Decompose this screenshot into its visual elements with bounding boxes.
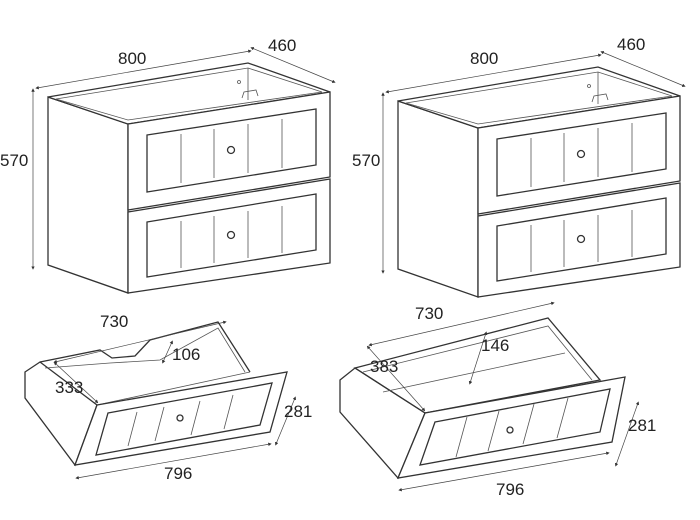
drawer-right-length-label: 730 <box>415 304 444 323</box>
drawer-right-front-width-label: 796 <box>496 480 525 499</box>
drawer-right-front-height-label: 281 <box>628 416 657 435</box>
cabinet-left-width-label: 800 <box>118 49 147 68</box>
knob-icon <box>506 426 514 434</box>
drawer-left-side-height-label: 333 <box>55 378 84 397</box>
cabinet-left-height-label: 570 <box>0 151 29 170</box>
cabinet-right-height-label: 570 <box>352 151 381 170</box>
cabinet-left-drawing <box>33 48 334 293</box>
cabinet-left-depth-label: 460 <box>268 36 297 55</box>
drawer-right-inner-depth-label: 146 <box>481 336 510 355</box>
cabinet-right-drawing <box>383 52 684 297</box>
drawer-right-side-height-label: 383 <box>370 357 399 376</box>
drawer-left-front-width-label: 796 <box>164 464 193 483</box>
cabinet-right-width-label: 800 <box>470 49 499 68</box>
drawer-left-cutout-label: 106 <box>172 345 201 364</box>
drawer-left-drawing <box>24 320 296 480</box>
drawer-left-length-label: 730 <box>100 312 129 331</box>
cabinet-right-depth-label: 460 <box>617 35 646 54</box>
drawer-right-drawing <box>339 301 640 492</box>
drawer-left-front-height-label: 281 <box>284 402 313 421</box>
knob-icon <box>176 414 184 422</box>
